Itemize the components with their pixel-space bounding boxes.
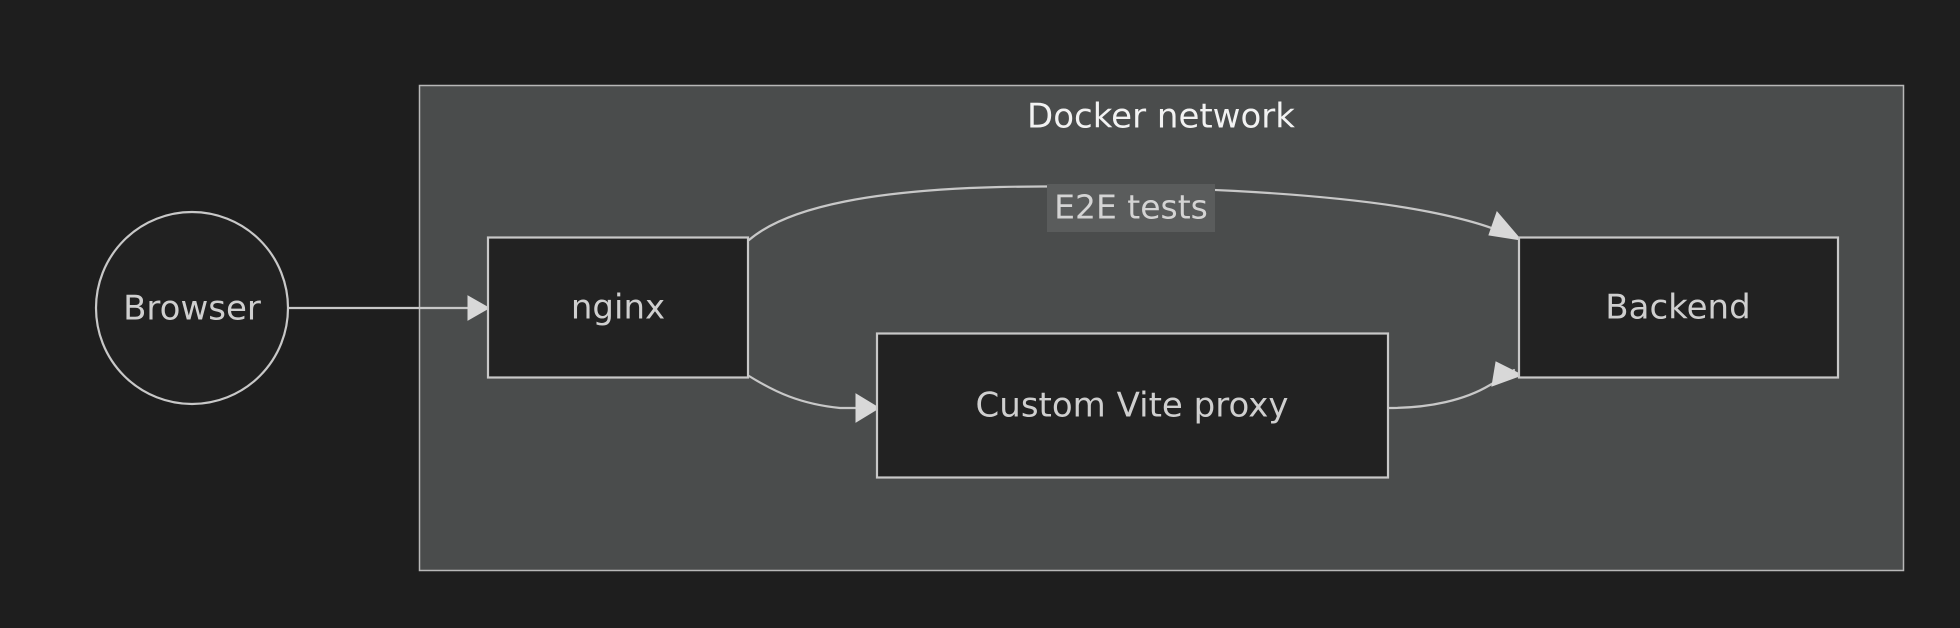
edge-browser-to-nginx[interactable] xyxy=(289,295,491,321)
arrowhead-icon xyxy=(1488,211,1523,241)
edge-vite-proxy-to-backend[interactable] xyxy=(1387,361,1524,410)
node-shape xyxy=(94,210,290,406)
node-shape xyxy=(486,236,750,379)
edge-label-e2e-tests[interactable]: E2E tests xyxy=(1047,184,1215,232)
node-label: Browser xyxy=(123,289,261,329)
node-backend[interactable]: Backend xyxy=(1517,236,1840,379)
arrowhead-icon xyxy=(467,295,491,321)
edge-label-text: E2E tests xyxy=(1054,188,1208,227)
node-vite-proxy[interactable]: Custom Vite proxy xyxy=(875,332,1390,479)
arrowhead-icon xyxy=(1491,361,1524,387)
node-shape xyxy=(1517,236,1840,379)
node-label: Custom Vite proxy xyxy=(976,386,1289,426)
edge-label-background xyxy=(1047,184,1215,232)
node-label: Backend xyxy=(1605,288,1750,328)
edge-nginx-to-vite-proxy[interactable] xyxy=(747,374,880,423)
edge-line xyxy=(747,374,860,410)
node-browser[interactable]: Browser xyxy=(94,210,290,406)
docker-network-title: Docker network xyxy=(1027,97,1295,137)
node-shape xyxy=(875,332,1390,479)
node-nginx[interactable]: nginx xyxy=(486,236,750,379)
arrowhead-icon xyxy=(855,393,880,423)
node-label: nginx xyxy=(571,288,665,328)
